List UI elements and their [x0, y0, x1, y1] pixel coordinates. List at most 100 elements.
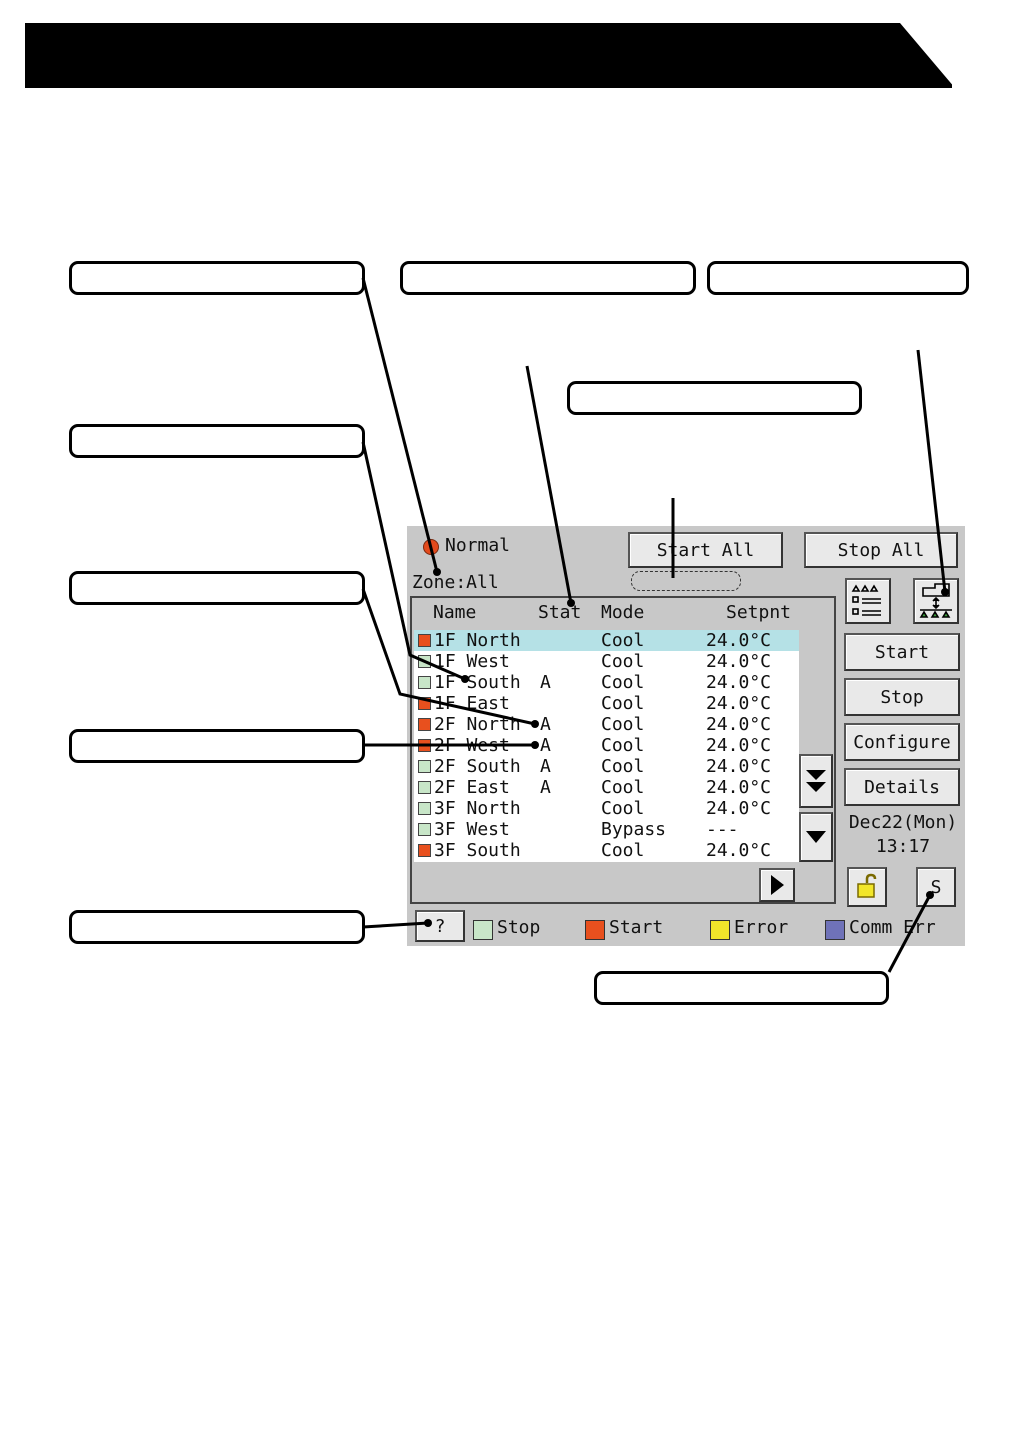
unlock-icon	[857, 873, 877, 898]
table-row[interactable]: 3F South Cool 24.0°C	[414, 840, 799, 861]
col-header-name: Name	[433, 602, 477, 623]
zone-state-icon	[418, 718, 431, 731]
table-row[interactable]: 2F West A Cool 24.0°C	[414, 735, 799, 756]
zone-setpoint: ---	[706, 819, 739, 840]
page-down-double-icon	[806, 770, 826, 792]
page-down-button[interactable]	[799, 754, 833, 808]
zone-mode: Cool	[601, 840, 645, 861]
zone-state-icon	[418, 739, 431, 752]
zone-setpoint: 24.0°C	[706, 714, 772, 735]
scroll-down-icon	[806, 831, 826, 843]
callout-s-button	[594, 971, 889, 1005]
stop-all-button[interactable]: Stop All	[804, 532, 958, 568]
callout-help	[69, 910, 365, 944]
legend-swatch	[710, 920, 730, 940]
scroll-right-button[interactable]	[759, 868, 795, 902]
zone-name: 3F North	[434, 798, 521, 819]
zone-label: Zone:All	[412, 572, 499, 593]
date-label: Dec22(Mon)	[848, 812, 958, 833]
callout-layout	[707, 261, 969, 295]
status-indicator-icon	[423, 539, 439, 555]
zone-name: 3F South	[434, 840, 521, 861]
layout-view-button[interactable]	[913, 578, 959, 624]
zone-setpoint: 24.0°C	[706, 777, 772, 798]
lock-button[interactable]	[847, 867, 887, 907]
table-row[interactable]: 3F West Bypass ---	[414, 819, 799, 840]
zone-mode: Cool	[601, 735, 645, 756]
zone-state-icon	[418, 697, 431, 710]
table-row[interactable]: 1F North Cool 24.0°C	[414, 630, 799, 651]
zone-setpoint: 24.0°C	[706, 735, 772, 756]
zone-setpoint: 24.0°C	[706, 693, 772, 714]
zone-state-icon	[418, 655, 431, 668]
table-row[interactable]: 3F North Cool 24.0°C	[414, 798, 799, 819]
callout-message	[567, 381, 862, 415]
col-header-stat: Stat	[538, 602, 582, 623]
help-button[interactable]: ?	[415, 910, 465, 942]
zone-mode: Cool	[601, 651, 645, 672]
table-row[interactable]: 2F South A Cool 24.0°C	[414, 756, 799, 777]
zone-mode: Cool	[601, 777, 645, 798]
table-row[interactable]: 1F East Cool 24.0°C	[414, 693, 799, 714]
callout-status	[69, 261, 365, 295]
legend-swatch	[473, 920, 493, 940]
message-area	[631, 571, 741, 591]
status-label: Normal	[445, 535, 511, 556]
col-header-mode: Mode	[601, 602, 645, 623]
legend-label: Comm Err	[849, 917, 936, 938]
callout-zone-name	[69, 571, 365, 605]
zone-name: 2F South	[434, 756, 521, 777]
zone-mode: Cool	[601, 798, 645, 819]
zone-name: 3F West	[434, 819, 510, 840]
start-button[interactable]: Start	[844, 633, 960, 671]
callout-stat	[400, 261, 696, 295]
zone-mode: Cool	[601, 630, 645, 651]
zone-state-icon	[418, 781, 431, 794]
zone-name: 2F East	[434, 777, 510, 798]
controller-screen: Normal Zone:All Start All Stop All Name …	[407, 526, 965, 946]
zone-stat: A	[540, 714, 551, 735]
table-row[interactable]: 1F West Cool 24.0°C	[414, 651, 799, 672]
callout-icon	[69, 424, 365, 458]
zone-state-icon	[418, 760, 431, 773]
legend-swatch	[825, 920, 845, 940]
s-button[interactable]: S	[916, 867, 956, 907]
time-label: 13:17	[875, 836, 931, 857]
zone-state-icon	[418, 676, 431, 689]
zone-mode: Bypass	[601, 819, 667, 840]
details-button[interactable]: Details	[844, 768, 960, 806]
zone-stat: A	[540, 672, 551, 693]
zone-state-icon	[418, 823, 431, 836]
list-view-icon	[851, 584, 881, 616]
zone-stat: A	[540, 777, 551, 798]
legend-swatch	[585, 920, 605, 940]
start-all-button[interactable]: Start All	[628, 532, 783, 568]
callout-stat-a	[69, 729, 365, 763]
scroll-right-icon	[770, 875, 784, 895]
zone-mode: Cool	[601, 693, 645, 714]
zone-name: 1F East	[434, 693, 510, 714]
col-header-setpoint: Setpnt	[726, 602, 792, 623]
zone-setpoint: 24.0°C	[706, 630, 772, 651]
zone-setpoint: 24.0°C	[706, 798, 772, 819]
list-view-button[interactable]	[845, 578, 891, 624]
zone-state-icon	[418, 634, 431, 647]
zone-stat: A	[540, 756, 551, 777]
zone-setpoint: 24.0°C	[706, 756, 772, 777]
zone-name: 1F North	[434, 630, 521, 651]
zone-mode: Cool	[601, 756, 645, 777]
stop-button[interactable]: Stop	[844, 678, 960, 716]
zone-name: 1F West	[434, 651, 510, 672]
configure-button[interactable]: Configure	[844, 723, 960, 761]
scroll-down-button[interactable]	[799, 812, 833, 862]
table-row[interactable]: 2F East A Cool 24.0°C	[414, 777, 799, 798]
zone-name: 2F West	[434, 735, 510, 756]
zone-stat: A	[540, 735, 551, 756]
legend-label: Error	[734, 917, 789, 938]
zone-setpoint: 24.0°C	[706, 651, 772, 672]
layout-view-icon	[919, 583, 952, 618]
zone-setpoint: 24.0°C	[706, 840, 772, 861]
